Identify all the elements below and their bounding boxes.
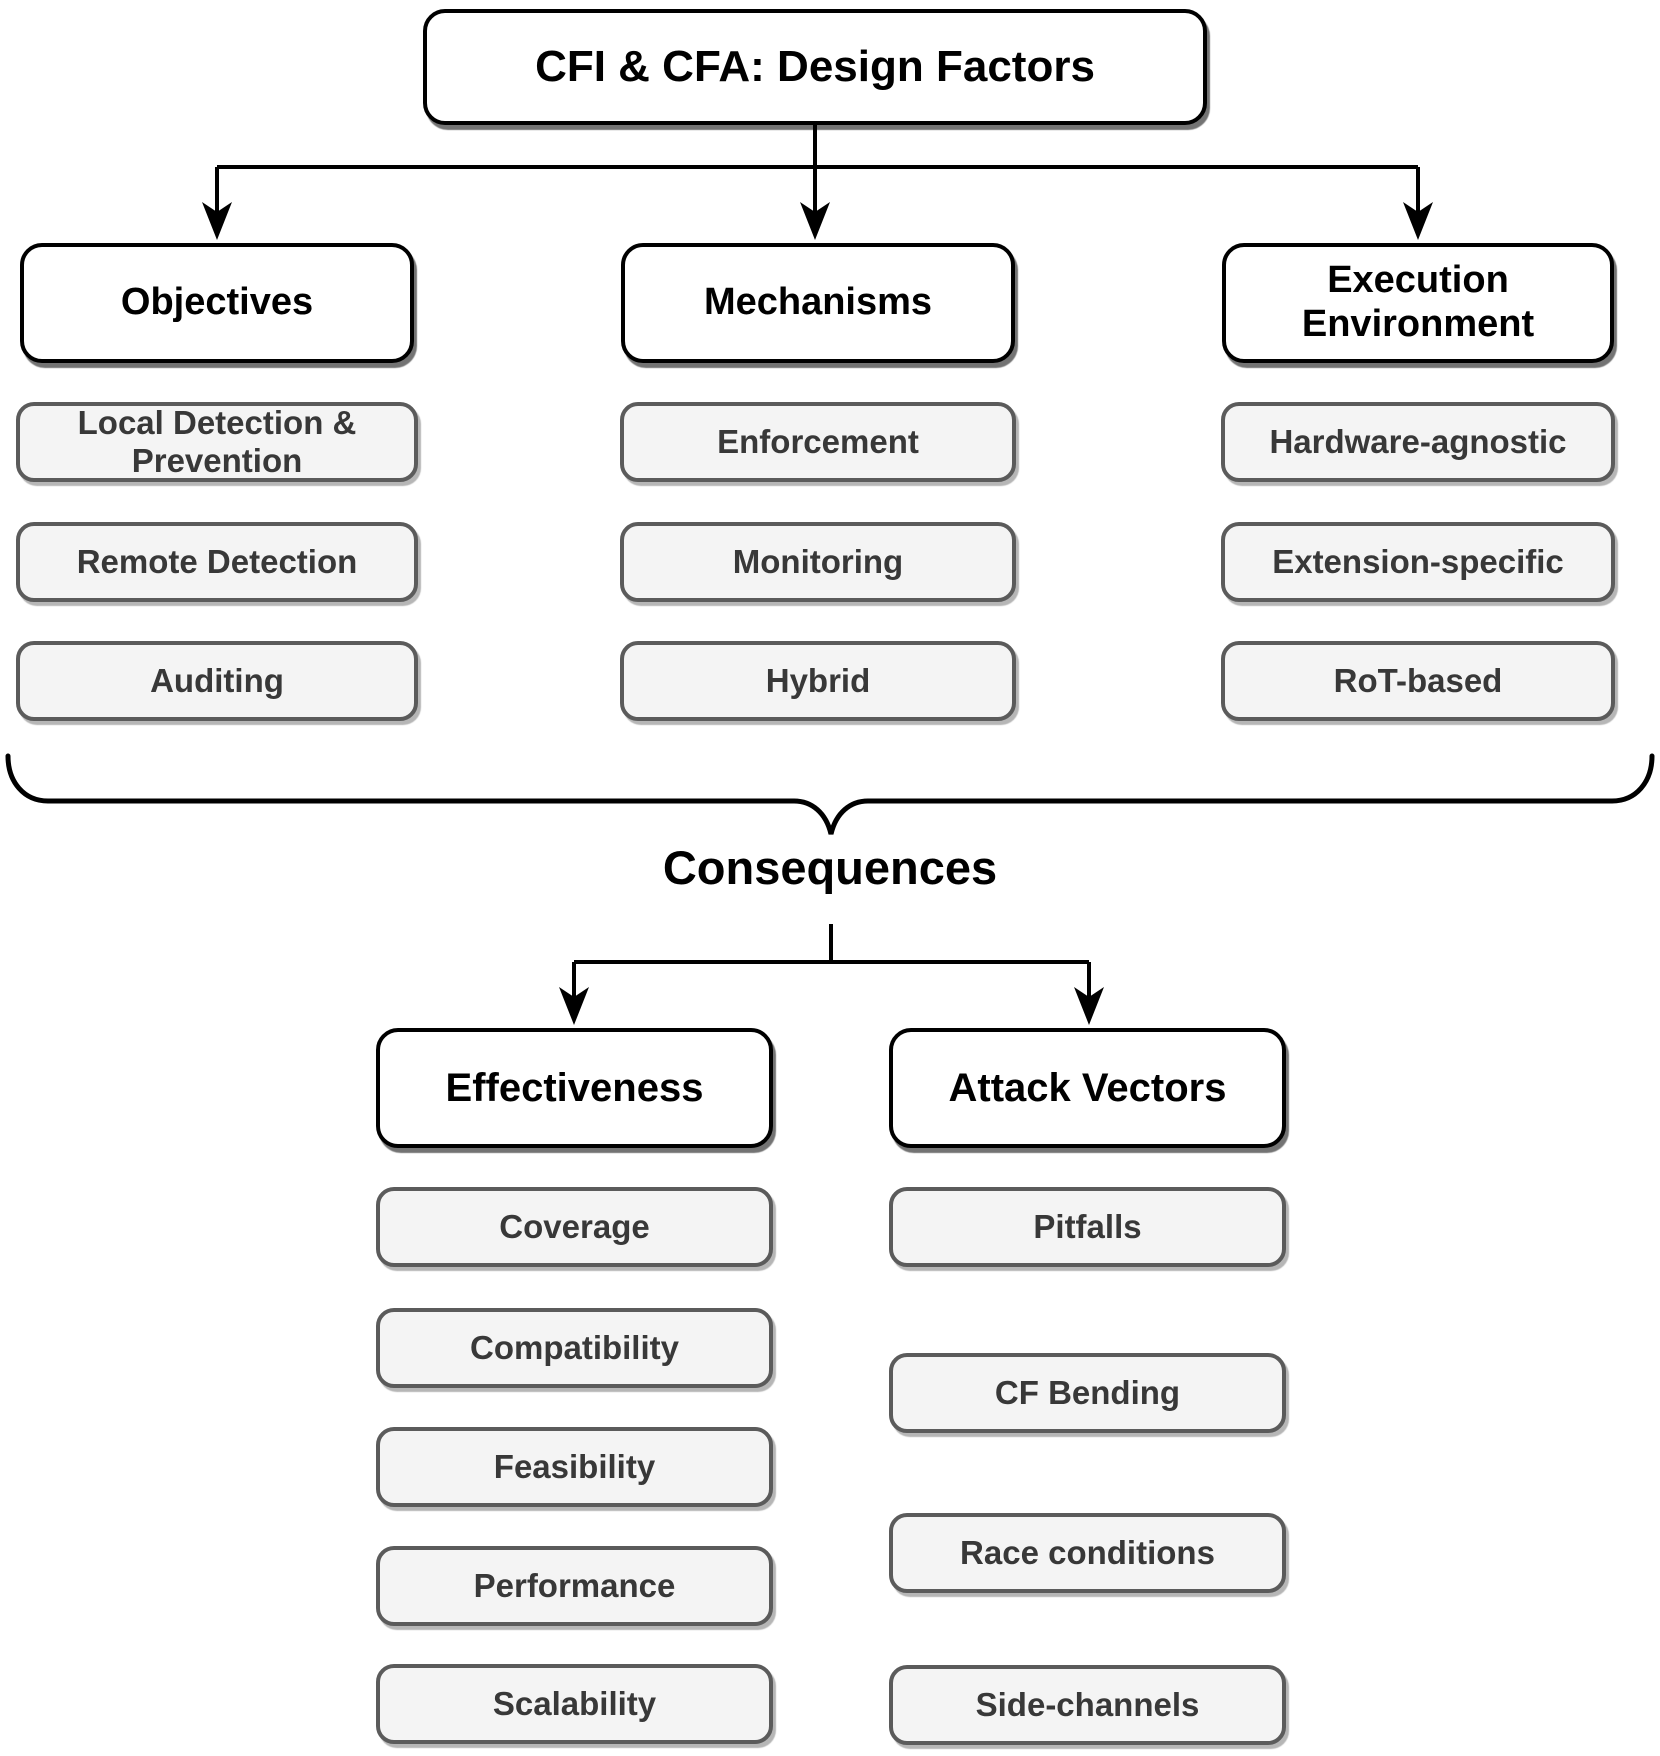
node-hybrid: Hybrid bbox=[620, 641, 1016, 721]
node-rot-based: RoT-based bbox=[1221, 641, 1615, 721]
node-design-factors: CFI & CFA: Design Factors bbox=[423, 9, 1207, 125]
node-feasibility: Feasibility bbox=[376, 1427, 773, 1507]
node-execution-environment: Execution Environment bbox=[1222, 243, 1614, 363]
node-remote-detection: Remote Detection bbox=[16, 522, 418, 602]
arrowhead-icon bbox=[202, 202, 1433, 1025]
tree-connector-lines bbox=[215, 125, 1420, 999]
node-effectiveness: Effectiveness bbox=[376, 1028, 773, 1148]
node-side-channels: Side-channels bbox=[889, 1665, 1286, 1745]
node-hardware-agnostic: Hardware-agnostic bbox=[1221, 402, 1615, 482]
node-local-detection-prevention: Local Detection & Prevention bbox=[16, 402, 418, 482]
node-extension-specific: Extension-specific bbox=[1221, 522, 1615, 602]
node-performance: Performance bbox=[376, 1546, 773, 1626]
node-mechanisms: Mechanisms bbox=[621, 243, 1015, 363]
consequences-label: Consequences bbox=[662, 841, 998, 894]
node-scalability: Scalability bbox=[376, 1664, 773, 1744]
node-cf-bending: CF Bending bbox=[889, 1353, 1286, 1433]
node-attack-vectors: Attack Vectors bbox=[889, 1028, 1286, 1148]
node-compatibility: Compatibility bbox=[376, 1308, 773, 1388]
node-auditing: Auditing bbox=[16, 641, 418, 721]
node-objectives: Objectives bbox=[20, 243, 414, 363]
node-pitfalls: Pitfalls bbox=[889, 1187, 1286, 1267]
brace-icon bbox=[5, 753, 1655, 835]
node-monitoring: Monitoring bbox=[620, 522, 1016, 602]
node-race-conditions: Race conditions bbox=[889, 1513, 1286, 1593]
node-coverage: Coverage bbox=[376, 1187, 773, 1267]
node-enforcement: Enforcement bbox=[620, 402, 1016, 482]
